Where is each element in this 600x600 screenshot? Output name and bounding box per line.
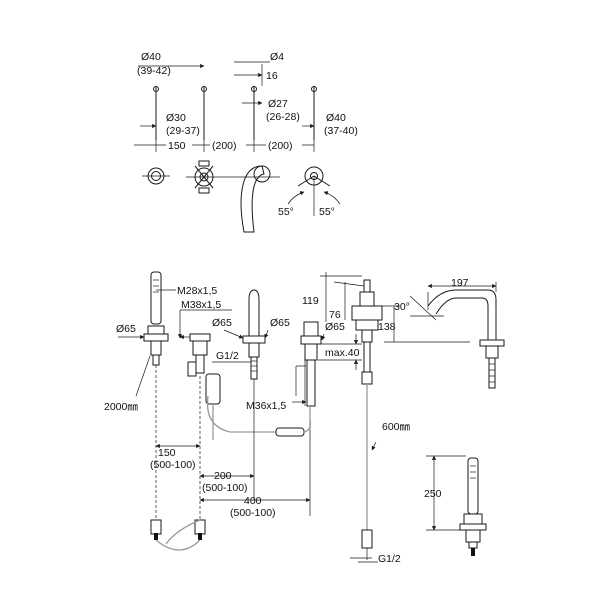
dim-d65-a: Ø65 — [116, 323, 136, 335]
dim-d30: Ø30 — [166, 112, 186, 124]
diverter-plan — [186, 160, 226, 194]
mixer-plan: 55° 55° — [278, 166, 341, 218]
dim-150-range: (500-100) — [150, 459, 196, 471]
handshower-plan — [142, 167, 170, 185]
dim-d65-c: Ø65 — [270, 317, 290, 329]
dim-m36: M36x1,5 — [246, 400, 286, 412]
dim-400: 400 — [244, 495, 262, 507]
diverter-body — [187, 333, 221, 540]
dim-150: 150 — [168, 140, 186, 152]
dim-16: 16 — [266, 70, 278, 82]
dim-200: 200 — [214, 470, 232, 482]
dim-d40b: Ø40 — [326, 112, 346, 124]
dim-197: 197 — [451, 277, 469, 289]
dim-200-range: (500-100) — [202, 482, 248, 494]
dim-g12-b: G1/2 — [378, 553, 401, 565]
dim-119: 119 — [302, 295, 319, 307]
dim-200a: (200) — [212, 140, 237, 152]
hose-connector — [275, 427, 305, 437]
dim-g12-a: G1/2 — [216, 350, 239, 362]
dim-d27: Ø27 — [268, 98, 288, 110]
dim-200b: (200) — [268, 140, 293, 152]
cartridge-column — [333, 279, 383, 560]
spout-plan — [226, 165, 280, 233]
dim-2000mm: 2000㎜ — [104, 401, 138, 413]
dim-d4: Ø4 — [270, 51, 284, 63]
dim-76: 76 — [329, 309, 341, 321]
handshower-detail — [459, 457, 487, 556]
dim-150: 150 — [158, 447, 176, 459]
dim-d30-range: (29-37) — [166, 125, 200, 137]
dim-max40: max.40 — [325, 347, 360, 359]
connection-hose-1 — [206, 395, 276, 433]
dim-m38: M38x1,5 — [181, 299, 221, 311]
dim-d65-b: Ø65 — [212, 317, 232, 329]
dim-d40-range: (39-42) — [137, 65, 171, 77]
angle-55-left: 55° — [278, 206, 294, 218]
top-view: Ø40 (39-42) Ø4 16 Ø30 (29-37) Ø27 (26-28… — [134, 51, 358, 233]
side-view: M28x1,5 M38x1,5 Ø65 Ø65 Ø65 Ø65 G1/2 M36… — [104, 271, 505, 565]
cascade-spout — [427, 289, 505, 389]
angle-55-right: 55° — [319, 206, 335, 218]
dim-d40: Ø40 — [141, 51, 161, 63]
mixer-body — [300, 321, 322, 430]
dim-30deg: 30° — [394, 301, 410, 313]
dim-138: 138 — [378, 321, 396, 333]
dim-250: 250 — [424, 488, 442, 500]
spout-body — [242, 289, 266, 380]
dim-600mm: 600㎜ — [382, 421, 411, 433]
dim-d40b-range: (37-40) — [324, 125, 358, 137]
dim-m28: M28x1,5 — [177, 285, 217, 297]
handshower-holder — [143, 271, 169, 540]
dim-d27-range: (26-28) — [266, 111, 300, 123]
dim-400-range: (500-100) — [230, 507, 276, 519]
dim-d65-d: Ø65 — [325, 321, 345, 333]
